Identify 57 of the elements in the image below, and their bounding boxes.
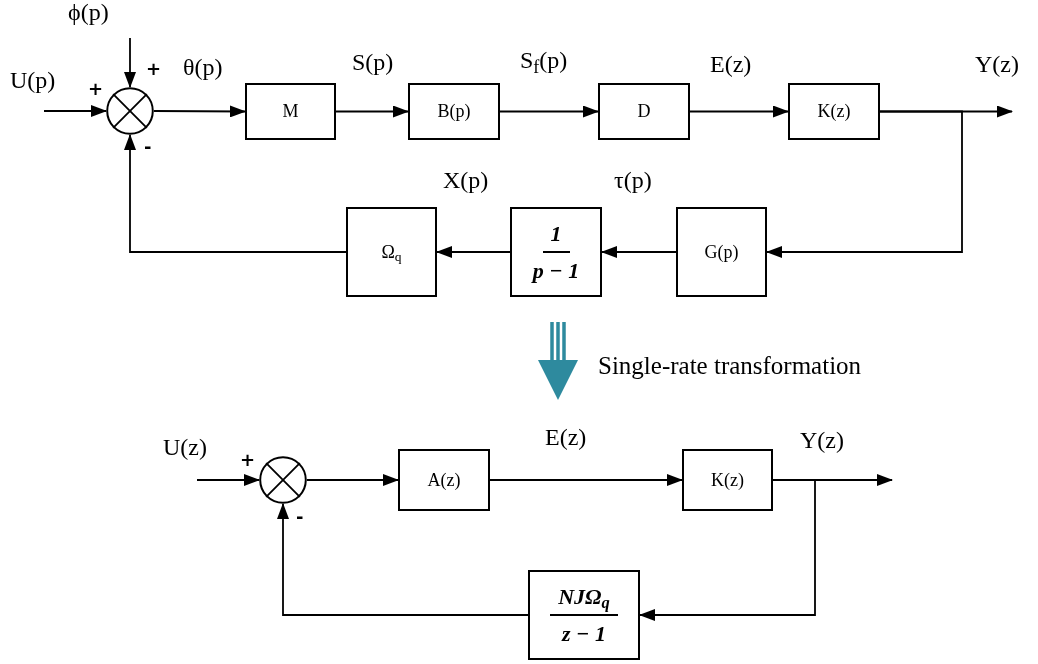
sign-label: -: [144, 138, 152, 156]
transfer-function: B(p): [437, 100, 471, 123]
transfer-function: K(z): [817, 100, 851, 123]
signal-arrow: [601, 246, 677, 258]
signal-label: E(z): [545, 425, 587, 449]
signal-label: Y(z): [975, 52, 1019, 76]
signal-arrow: [766, 110, 963, 258]
signal-label: U(z): [163, 435, 207, 459]
signal-arrow: [153, 105, 246, 118]
transfer-function: M: [282, 100, 299, 123]
signal-label: U(p): [10, 68, 56, 92]
transfer-function: G(p): [704, 240, 739, 264]
block-box: [408, 83, 500, 140]
block-box: [676, 207, 767, 297]
block-box: [682, 449, 773, 511]
signal-label: τ(p): [614, 168, 652, 192]
sign-label: +: [88, 80, 104, 98]
signal-label: ϕ(p): [68, 0, 109, 24]
transfer-function: Ω$_{q}$: [381, 240, 402, 264]
denominator: z − 1: [562, 620, 606, 648]
summing-junction: [106, 87, 154, 135]
signal-arrow: [124, 134, 347, 253]
sign-label: +: [240, 451, 256, 469]
signal-label: Y(z): [800, 428, 844, 452]
signal-label: E(z): [710, 52, 752, 76]
sign-label: +: [146, 60, 162, 78]
signal-arrow: [689, 105, 789, 118]
transfer-function: D: [637, 100, 651, 123]
signal-label: θ(p): [183, 55, 223, 79]
block-box: [788, 83, 880, 140]
transformation-note: Single-rate transformation: [598, 353, 862, 378]
block-box: [598, 83, 690, 140]
numerator: NJΩ$_{q}$: [550, 582, 618, 616]
signal-arrow: [335, 105, 409, 118]
block-box: [528, 570, 640, 660]
signal-arrow: [499, 105, 599, 118]
signal-arrow: [306, 474, 399, 486]
block-box: [346, 207, 437, 297]
signal-arrow: [489, 474, 683, 486]
block-box: [398, 449, 490, 511]
signal-arrow: [124, 37, 136, 88]
summing-junction: [259, 456, 307, 504]
denominator: p − 1: [532, 257, 580, 285]
signal-arrow: [277, 503, 529, 616]
signal-arrow: [639, 479, 816, 621]
signal-arrow: [436, 246, 511, 258]
signal-label: S$_{f}$(p): [520, 48, 568, 72]
transfer-function: A(z): [427, 468, 461, 492]
signal-label: S(p): [352, 50, 394, 74]
transfer-function: K(z): [711, 468, 744, 492]
sign-label: -: [296, 508, 304, 526]
block-box: [510, 207, 602, 297]
signal-arrow: [196, 474, 260, 486]
signal-label: X(p): [443, 168, 489, 192]
numerator: 1: [542, 219, 570, 253]
signal-arrow: [43, 105, 107, 117]
block-box: [245, 83, 336, 140]
